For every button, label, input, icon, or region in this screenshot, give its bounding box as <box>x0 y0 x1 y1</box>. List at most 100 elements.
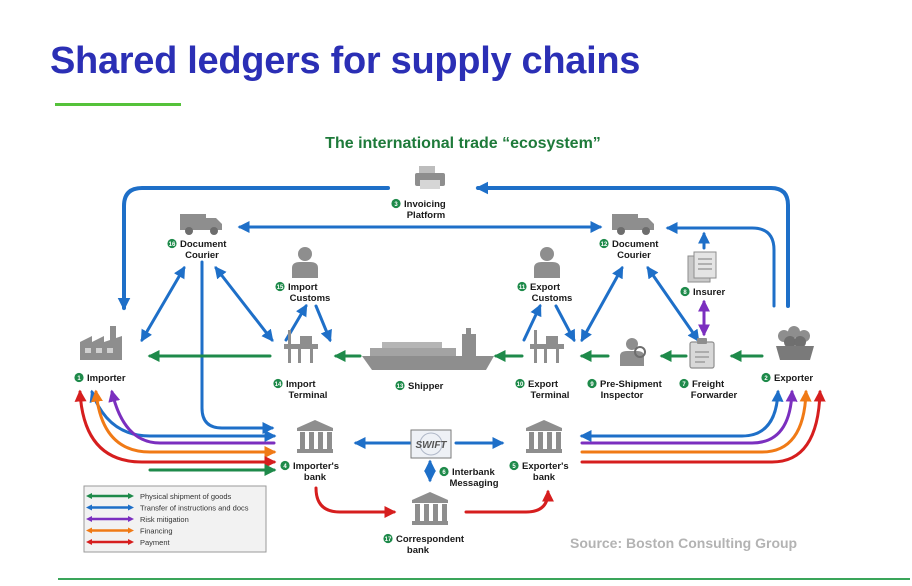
node-label-line: Insurer <box>693 287 726 298</box>
node-label-line: Terminal <box>289 390 328 401</box>
arrow-courier16-importer <box>140 265 186 343</box>
terminal-icon <box>284 330 318 363</box>
exporter-bank-red <box>580 389 826 464</box>
legend-swatch-arrowtail <box>86 527 92 534</box>
swift-icon: SWIFT <box>410 429 452 459</box>
node-number: 1 <box>77 376 81 382</box>
node-number: 3 <box>394 202 398 208</box>
printer-icon <box>415 166 445 189</box>
arrow-customs11-link <box>554 304 576 343</box>
node-label-line: Correspondent <box>396 534 465 545</box>
node-number: 7 <box>682 382 686 388</box>
arrow-exporter-to-invoicing <box>475 181 790 308</box>
node-number: 2 <box>764 376 768 382</box>
legend-swatch-arrowtail <box>86 504 92 511</box>
arrow-customs15-link <box>314 304 332 343</box>
officer-icon <box>292 247 318 278</box>
node-label-line: Platform <box>407 210 446 221</box>
documents-icon <box>687 251 717 283</box>
legend-swatch-arrowhead <box>128 493 134 499</box>
node-label-line: Messaging <box>449 478 498 489</box>
node-number-badge <box>679 378 689 389</box>
node-label-line: Courier <box>185 250 219 261</box>
node-label-line: Interbank <box>452 467 495 478</box>
node-number: 6 <box>442 470 446 476</box>
node-label-line: Freight <box>692 379 725 390</box>
node-label-line: Shipper <box>408 381 444 392</box>
node-label-line: bank <box>533 472 556 483</box>
arrow-courier16-import-terminal <box>214 266 274 342</box>
bank-icon <box>412 492 448 525</box>
node-label-line: Exporter <box>774 373 813 384</box>
node-number: 9 <box>590 382 594 388</box>
node-number-badge <box>167 238 177 249</box>
node-number: 15 <box>277 285 284 291</box>
node-number: 11 <box>519 285 526 291</box>
node-label-line: Inspector <box>601 390 644 401</box>
node-label-line: Document <box>180 239 227 250</box>
node-number-badge <box>74 372 84 383</box>
node-number: 17 <box>385 537 392 543</box>
node-number-badge <box>395 380 405 391</box>
arrow-invoicing-to-importer <box>117 186 390 311</box>
exporter-bank-orange <box>580 389 812 454</box>
legend-swatch-arrowtail <box>86 516 92 522</box>
legend-item: Risk mitigation <box>86 515 189 524</box>
inspector-icon <box>620 338 646 366</box>
arrows <box>74 181 826 518</box>
node-number-badge <box>761 372 771 383</box>
node-number-badge <box>587 378 597 389</box>
node-label-line: Customs <box>290 293 331 304</box>
legend-label: Transfer of instructions and docs <box>140 504 249 513</box>
legend-label: Payment <box>140 538 171 547</box>
legend-label: Financing <box>140 527 173 536</box>
arrow-courier12-export-terminal <box>580 265 624 343</box>
node-label-line: Import <box>286 379 316 390</box>
node-number: 4 <box>283 464 287 470</box>
node-label-13: 13 Shipper <box>395 380 444 392</box>
node-label-line: Importer <box>87 373 126 384</box>
arrow-export-terminal-to-customs11 <box>522 303 542 342</box>
node-label-2: 2 Exporter <box>761 372 813 384</box>
node-number-badge <box>517 281 527 292</box>
arrow-exporter-to-courier12 <box>665 222 776 308</box>
node-label-line: Import <box>288 282 318 293</box>
node-label-line: Terminal <box>531 390 570 401</box>
importer-bank-red <box>74 389 277 468</box>
exporter-bank-blue <box>579 389 784 442</box>
legend-label: Physical shipment of goods <box>140 492 232 501</box>
diagram-title: The international trade “ecosystem” <box>325 135 601 152</box>
terminal-icon <box>530 330 564 363</box>
node-label-line: Invoicing <box>404 199 446 210</box>
legend-swatch-arrowhead <box>128 539 134 545</box>
node-number-badge <box>439 466 449 477</box>
node-number-badge <box>383 533 393 544</box>
node-number: 8 <box>683 290 687 296</box>
title-underline <box>55 103 181 106</box>
node-label-line: Pre-Shipment <box>600 379 663 390</box>
node-number: 14 <box>275 382 282 388</box>
node-label-line: Export <box>528 379 559 390</box>
node-number-badge <box>515 378 525 389</box>
node-number: 13 <box>397 384 404 390</box>
node-number-badge <box>280 460 290 471</box>
node-number: 5 <box>512 464 516 470</box>
legend-swatch-arrowtail <box>86 493 92 499</box>
node-label-line: Document <box>612 239 659 250</box>
node-label-line: Customs <box>532 293 573 304</box>
node-label-line: Forwarder <box>691 390 738 401</box>
icons: SWIFT <box>80 166 814 525</box>
